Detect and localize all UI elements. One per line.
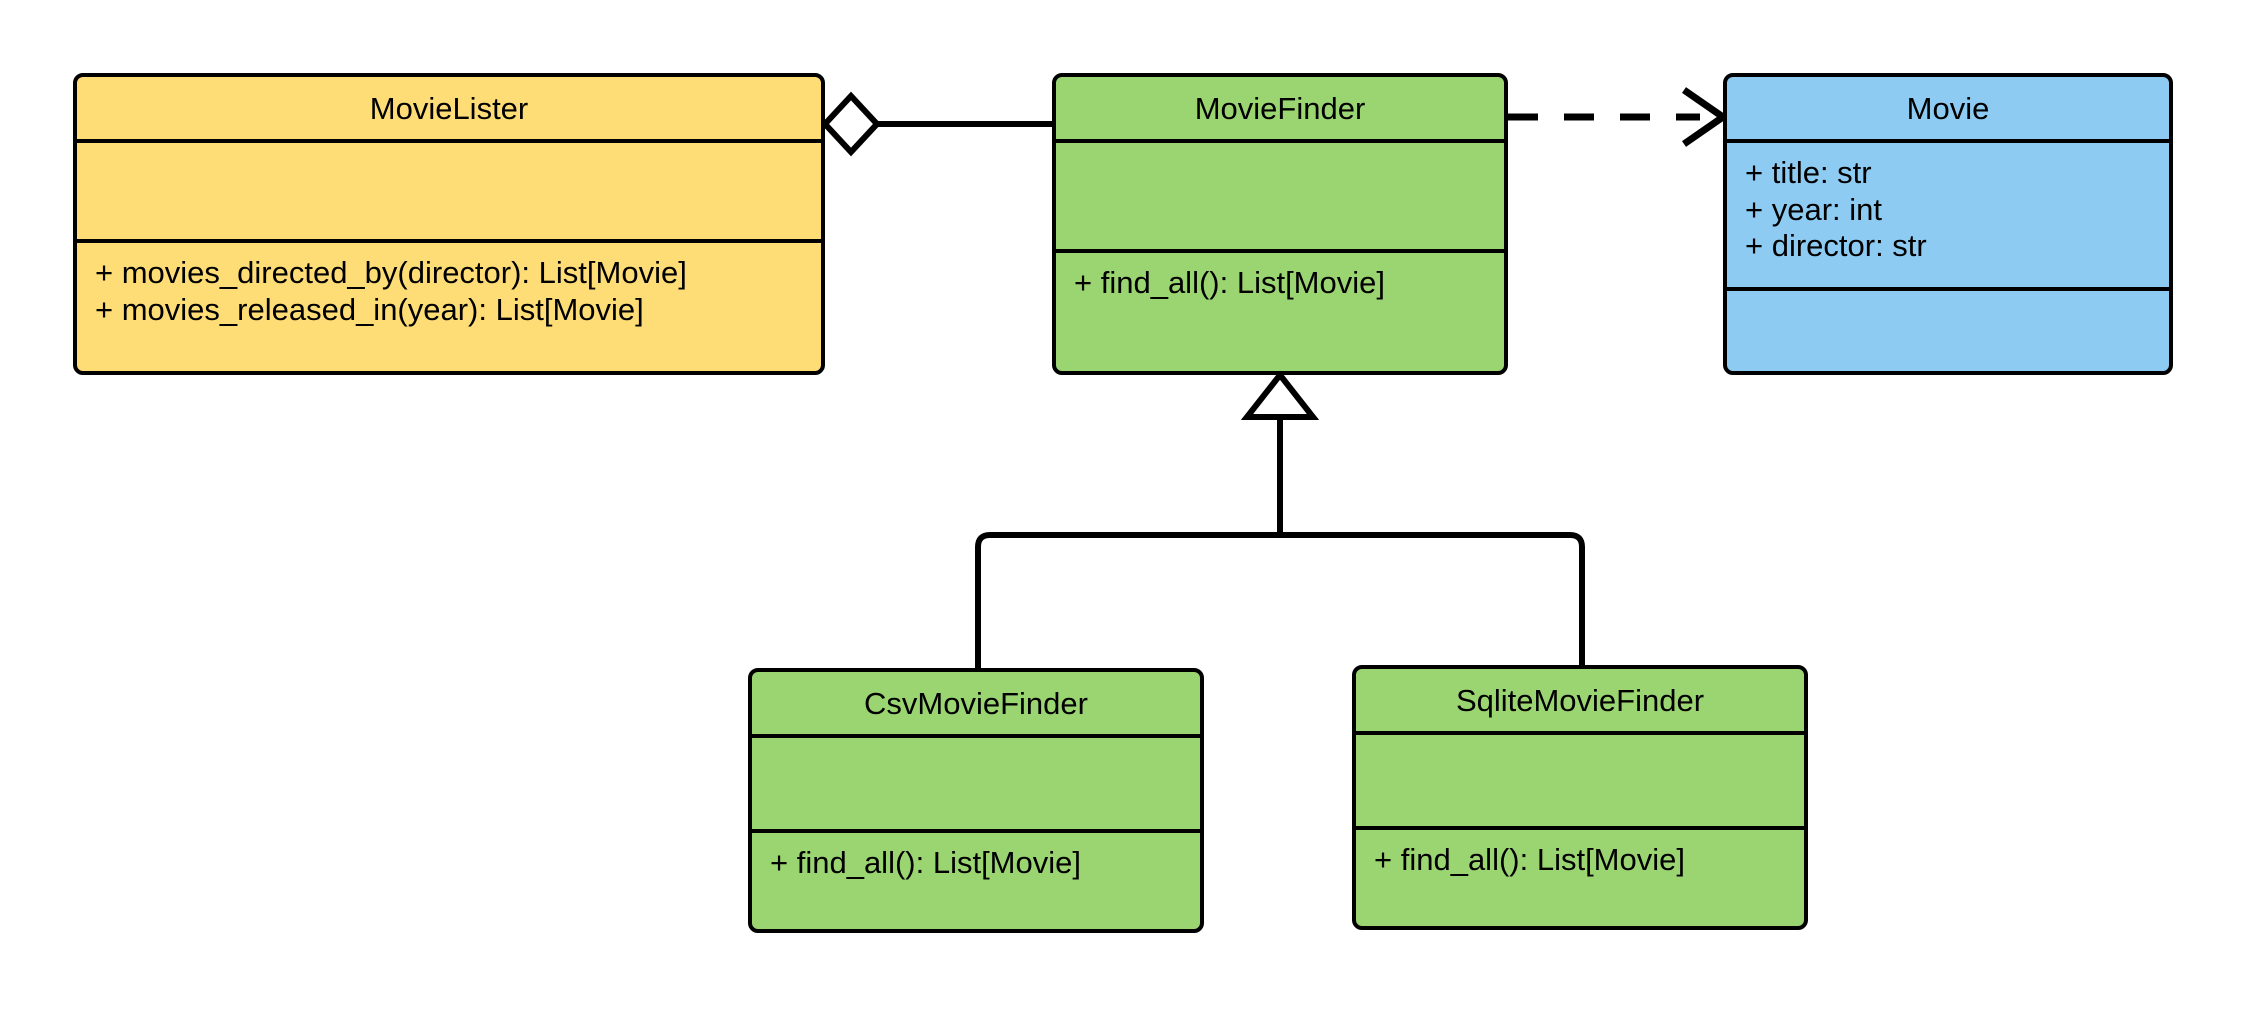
attributes-compartment-movie: + title: str+ year: int+ director: str [1727, 139, 2169, 287]
hollow-diamond-icon [820, 91, 882, 157]
dependency-edge-finder-movie [1508, 87, 1730, 147]
uml-class-movie[interactable]: Movie + title: str+ year: int+ director: … [1723, 73, 2173, 375]
uml-class-movie-lister[interactable]: MovieLister + movies_directed_by(director… [73, 73, 825, 375]
method-row: + find_all(): List[Movie] [1074, 265, 1385, 300]
attribute-row: + director: str [1745, 228, 1927, 264]
attribute-row: + year: int [1745, 191, 1882, 227]
generalization-edge-bus [975, 370, 1585, 668]
attributes-compartment-movie-finder [1056, 139, 1504, 249]
method-row: + movies_directed_by(director): List[Mov… [95, 255, 687, 290]
methods-compartment-sqlite-movie-finder: + find_all(): List[Movie] [1356, 826, 1804, 926]
attribute-row: + title: str [1745, 155, 1872, 190]
class-name-csv-movie-finder: CsvMovieFinder [864, 685, 1088, 721]
methods-compartment-movie-lister: + movies_directed_by(director): List[Mov… [77, 239, 821, 371]
uml-class-sqlite-movie-finder[interactable]: SqliteMovieFinder + find_all(): List[Movi… [1352, 665, 1808, 930]
methods-compartment-movie [1727, 287, 2169, 371]
aggregation-edge-lister-finder [820, 91, 1052, 157]
hollow-triangle-icon [1240, 370, 1320, 420]
generalization-bus-line [975, 532, 1585, 668]
uml-class-movie-finder[interactable]: MovieFinder + find_all(): List[Movie] [1052, 73, 1508, 375]
attributes-compartment-sqlite-movie-finder [1356, 731, 1804, 826]
class-name-movie-lister: MovieLister [369, 90, 529, 126]
methods-compartment-csv-movie-finder: + find_all(): List[Movie] [752, 829, 1200, 929]
attributes-compartment-csv-movie-finder [752, 734, 1200, 829]
method-row: + movies_released_in(year): List[Movie] [95, 291, 644, 327]
attributes-compartment-movie-lister [77, 139, 821, 239]
open-arrow-icon [1682, 87, 1730, 147]
class-name-movie-finder: MovieFinder [1194, 90, 1366, 126]
methods-compartment-movie-finder: + find_all(): List[Movie] [1056, 249, 1504, 371]
class-name-movie: Movie [1906, 90, 1990, 126]
uml-class-csv-movie-finder[interactable]: CsvMovieFinder + find_all(): List[Movie] [748, 668, 1204, 933]
class-name-sqlite-movie-finder: SqliteMovieFinder [1455, 682, 1705, 718]
method-row: + find_all(): List[Movie] [770, 845, 1081, 880]
method-row: + find_all(): List[Movie] [1374, 842, 1685, 877]
